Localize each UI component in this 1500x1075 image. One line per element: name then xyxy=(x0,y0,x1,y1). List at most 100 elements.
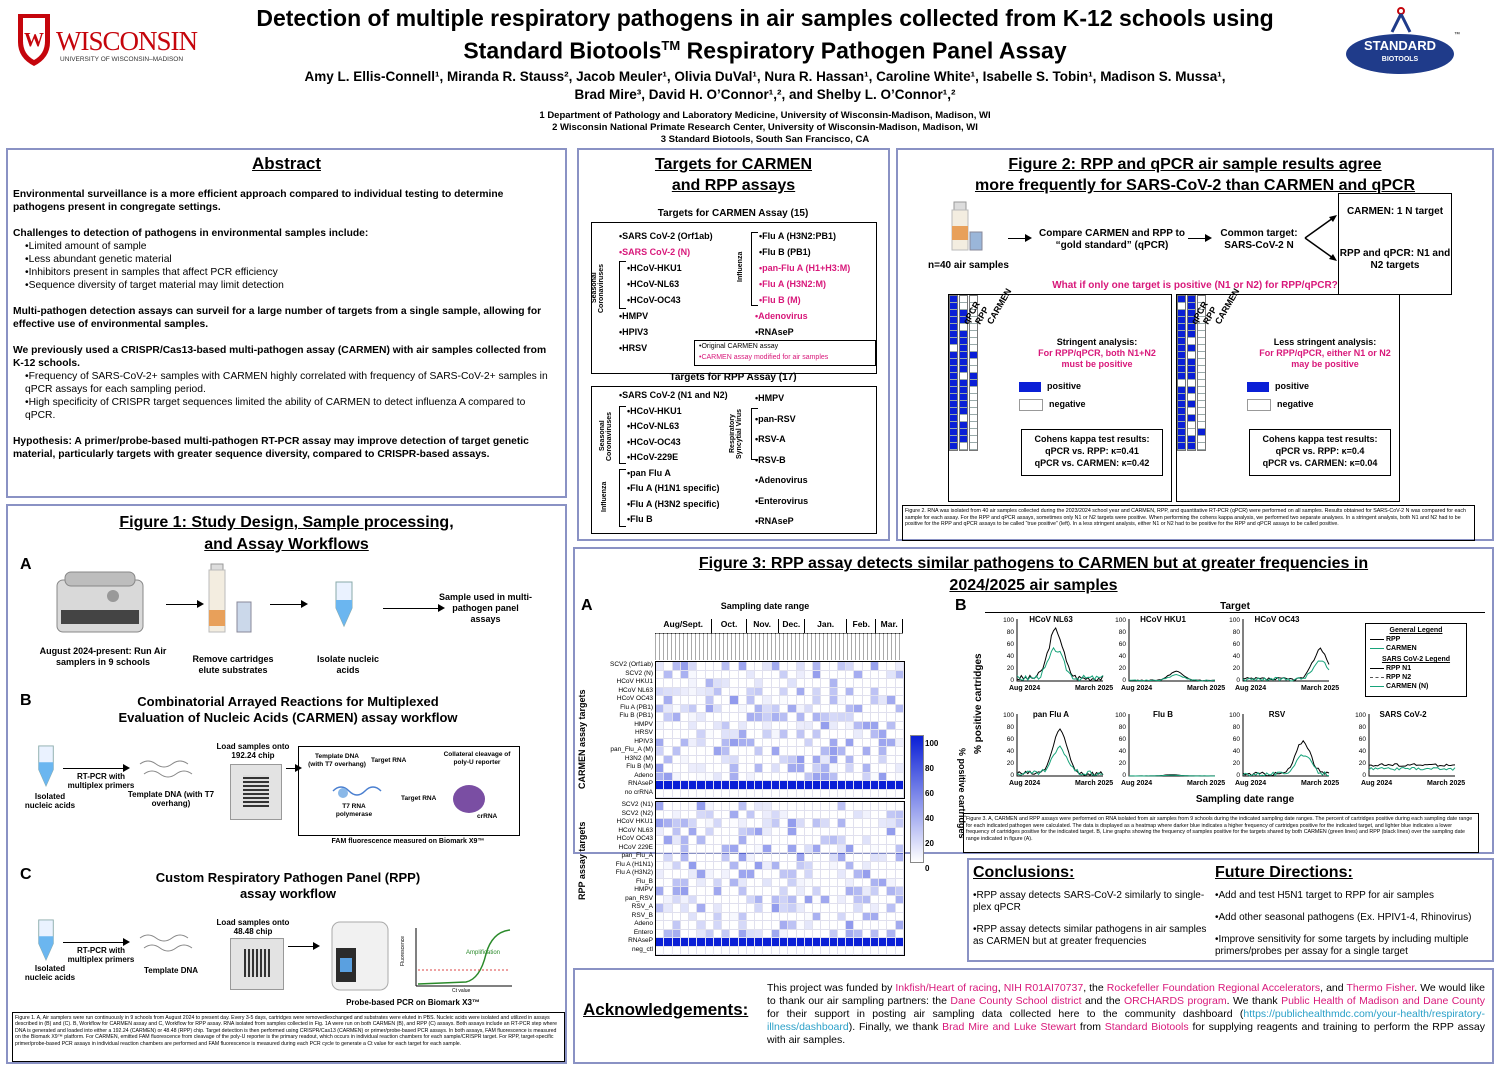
rpp-heat-cell xyxy=(680,895,690,904)
carmen-heat-cell xyxy=(656,721,665,730)
ack-t1: This project was funded by xyxy=(767,982,896,994)
carmen-heat-cell xyxy=(804,721,814,730)
rpp-influenza-label: Influenza xyxy=(601,481,608,513)
rpp-heat-cell xyxy=(689,946,698,955)
linechart-xtick-right: March 2025 xyxy=(1301,685,1339,692)
rpp-heat-cell xyxy=(879,836,888,845)
carmen-heat-cell xyxy=(689,738,698,747)
carmen-heat-cell xyxy=(796,730,805,739)
rpp-heat-cell xyxy=(813,887,822,896)
rpp-heat-cell xyxy=(664,819,673,828)
ack-link-mire-stewart[interactable]: Brad Mire and Luke Stewart xyxy=(942,1021,1077,1033)
grid-cell xyxy=(950,443,957,450)
gen-legend-title: General Legend xyxy=(1389,627,1443,634)
carmen-heat-cell xyxy=(887,755,896,764)
rpp-heat-cell xyxy=(664,946,673,955)
rpp-heat-cell xyxy=(689,836,698,845)
ack-link-orchards[interactable]: ORCHARDS program xyxy=(1123,995,1227,1007)
rpp-heat-cell xyxy=(738,819,747,828)
linechart-xtick-left: Aug 2024 xyxy=(1121,780,1152,787)
rpp-heat-cell xyxy=(755,887,764,896)
carmen-heat-cell xyxy=(713,789,723,798)
amplification-plot xyxy=(415,928,512,987)
grid-cell xyxy=(1178,331,1185,338)
ack-link-thermo[interactable]: Thermo Fisher xyxy=(1346,982,1415,994)
carmen-heat-cell xyxy=(854,747,863,756)
rpp-heat-cell xyxy=(722,912,731,921)
ack-link-rockefeller[interactable]: Rockefeller Foundation Regional Accelera… xyxy=(1106,982,1321,994)
carmen-target-right-0: •Flu A (H3N2:PB1) xyxy=(759,231,836,241)
negative-swatch-2 xyxy=(1247,398,1271,411)
carmen-heat-cell xyxy=(804,662,814,671)
rpp-heat-cell xyxy=(846,810,855,819)
carmen-heat-cell xyxy=(879,764,888,773)
grid-cell xyxy=(1198,352,1205,359)
grid-cell xyxy=(1188,331,1195,338)
carmen-heat-cell xyxy=(821,738,830,747)
rpp-heat-cell xyxy=(656,904,665,913)
carmen-heat-cell xyxy=(656,747,665,756)
carmen-heat-cell xyxy=(779,721,789,730)
carmen-heat-cell xyxy=(804,781,814,790)
carmen-heat-cell xyxy=(763,704,772,713)
rpp-heat-cell xyxy=(804,836,814,845)
fig3-title-1: Figure 3: RPP assay detects similar path… xyxy=(698,555,1369,572)
rpp-heat-cell xyxy=(771,870,780,879)
rpp-heat-cell xyxy=(755,810,764,819)
rpp-heat-cell xyxy=(697,878,706,887)
carmen-heat-cell xyxy=(779,764,789,773)
carmen-heat-cell xyxy=(879,721,888,730)
rpp-heat-cell xyxy=(804,938,814,947)
rpp-heat-cell xyxy=(846,912,855,921)
rpp-heat-label-13: RSV_B xyxy=(631,911,653,919)
carmen-heat-cell xyxy=(804,772,814,781)
stringent-grid xyxy=(949,295,1171,451)
carmen-heat-cell xyxy=(813,747,822,756)
carmen-heat-cell xyxy=(672,738,681,747)
rpp-heat-cell xyxy=(854,802,863,811)
ack-link-nih[interactable]: NIH R01AI70737 xyxy=(1003,982,1084,994)
carmen-heat-cell xyxy=(837,772,847,781)
carmen-heat-cell xyxy=(879,662,888,671)
ack-link-inkfish[interactable]: Inkfish/Heart of racing xyxy=(895,982,998,994)
rpp-heat-cell xyxy=(705,827,714,836)
carmen-heat-cell xyxy=(746,747,756,756)
carmen-heat-cell xyxy=(755,687,764,696)
rpp-heat-cell xyxy=(854,887,863,896)
fig1-b-isolated: Isolated nucleic acids xyxy=(24,792,76,810)
carmen-target-left-7: •HRSV xyxy=(619,343,648,353)
ack-link-public-health[interactable]: Public Health of Madison and Dane County xyxy=(1281,995,1485,1007)
rpp-heat-cell xyxy=(870,810,880,819)
carmen-heat-cell xyxy=(680,789,690,798)
rpp-right-list: •HMPV•pan-RSV•RSV-A•RSV-B•Adenovirus•Ent… xyxy=(755,388,808,532)
rpp-heat-cell xyxy=(680,802,690,811)
ack-link-standard-biotools[interactable]: Standard Biotools xyxy=(1104,1021,1189,1033)
carmen-heat-cell xyxy=(854,721,863,730)
rpp-heat-cell xyxy=(854,819,863,828)
ack-link-dashboard[interactable]: https://publichealthmdc.com/your-health/… xyxy=(767,1008,1485,1033)
carmen-heat-cell xyxy=(713,704,723,713)
rpp-heat-cell xyxy=(804,878,814,887)
rpp-heat-cell xyxy=(730,861,739,870)
carmen-heat-cell xyxy=(730,730,739,739)
rpp-heat-cell xyxy=(796,904,805,913)
grid-cell xyxy=(970,317,977,324)
ack-link-dane-school[interactable]: Dane County School district xyxy=(950,995,1082,1007)
linechart-ytick: 80 xyxy=(1119,724,1127,731)
linechart-xtick-left: Aug 2024 xyxy=(1121,685,1152,692)
rpp-heat-cell xyxy=(796,946,805,955)
grid-cell xyxy=(950,436,957,443)
rpp-heat-cell xyxy=(788,861,797,870)
rpp-heat-cell xyxy=(755,904,764,913)
rpp-heat-cell xyxy=(821,819,830,828)
carmen-heat-cell xyxy=(697,764,706,773)
carmen-heat-cell xyxy=(755,747,764,756)
rpp-heat-cell xyxy=(672,912,681,921)
uw-subtitle: UNIVERSITY OF WISCONSIN–MADISON xyxy=(60,56,184,63)
carmen-heat-cell xyxy=(755,781,764,790)
grid-cell xyxy=(1188,373,1195,380)
rpp-heat-cell xyxy=(829,887,838,896)
carmen-heat-cell xyxy=(829,755,838,764)
carmen-heat-cell xyxy=(738,662,747,671)
carmen-heat-cell xyxy=(689,755,698,764)
